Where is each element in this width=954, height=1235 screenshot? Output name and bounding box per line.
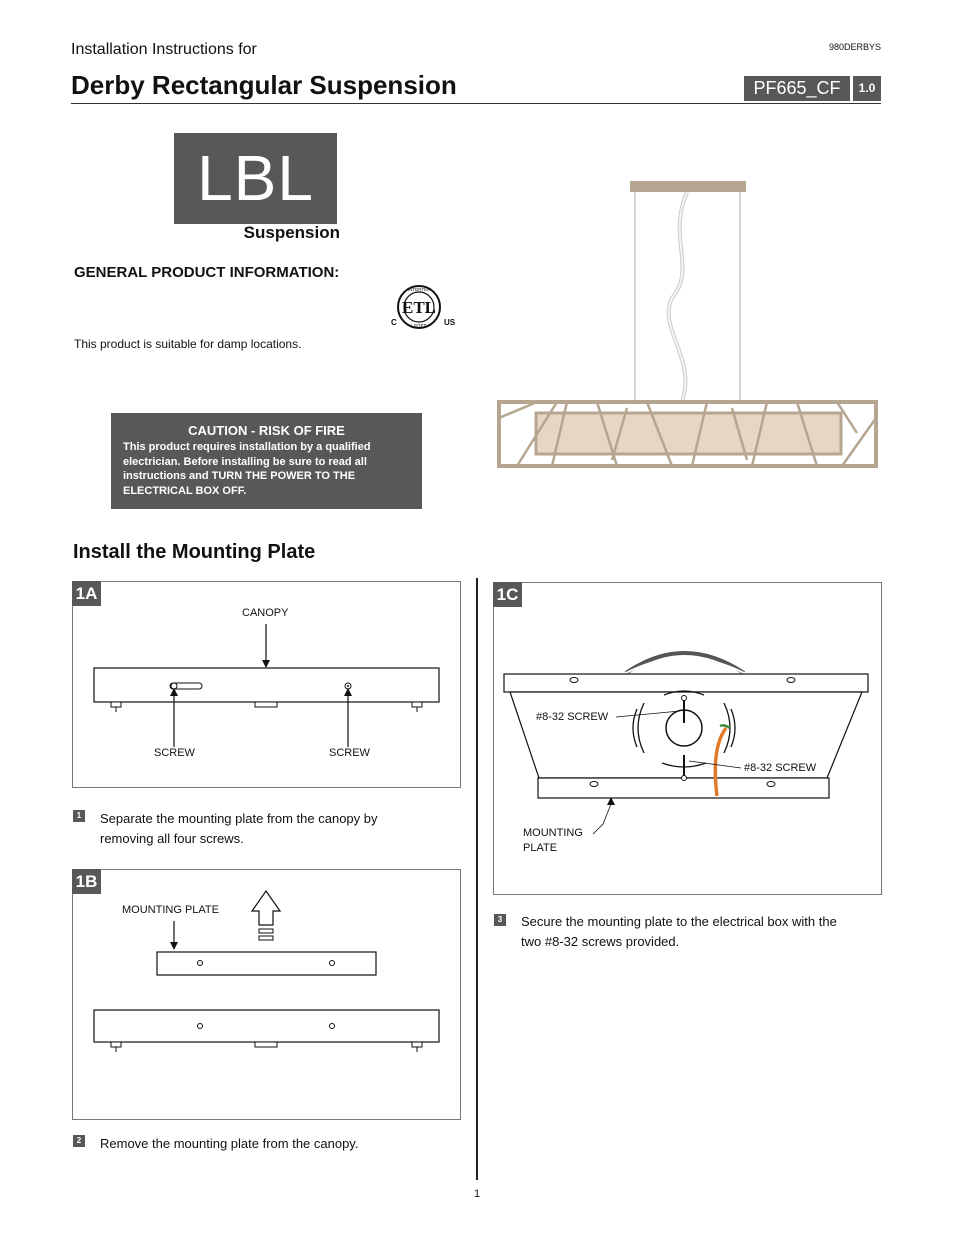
step-text-3: Secure the mounting plate to the electri… <box>521 912 837 952</box>
caution-body: This product requires installation by a … <box>123 440 413 498</box>
caution-line: This product requires installation by a … <box>123 441 371 453</box>
page-number: 1 <box>474 1188 481 1200</box>
model-number-badge: PF665_CF <box>744 76 850 101</box>
step-3-line: Secure the mounting plate to the electri… <box>521 914 837 929</box>
step-number-3: 3 <box>494 914 506 926</box>
panel-tag-1b: 1B <box>72 869 101 894</box>
screw-label-left: SCREW <box>154 747 195 759</box>
panel-1c: 1C #8-32 SCREW #8-32 SCREW MOUNTING <box>493 582 882 895</box>
general-info-heading: GENERAL PRODUCT INFORMATION: <box>74 264 340 281</box>
screw-label-top: #8-32 SCREW <box>536 711 609 723</box>
plate-label-line2: PLATE <box>523 842 558 854</box>
section-title: Install the Mounting Plate <box>73 541 316 563</box>
panel-tag-1a: 1A <box>72 581 101 606</box>
doc-subtitle: Installation Instructions for <box>71 41 257 58</box>
screw-label-right: SCREW <box>329 747 370 759</box>
caution-line: instructions and TURN THE POWER TO THE <box>123 470 356 482</box>
canopy-label: CANOPY <box>242 607 289 619</box>
product-illustration <box>497 178 879 470</box>
etl-listed-icon: ETL INTERTEK LISTED C US <box>389 282 461 336</box>
mounting-plate-label: MOUNTING PLATE <box>122 904 219 916</box>
step-3-line: two #8-32 screws provided. <box>521 934 680 949</box>
plate-label-line1: MOUNTING <box>523 827 583 839</box>
caution-title: CAUTION - RISK OF FIRE <box>188 423 345 438</box>
panel-1a: 1A CANOPY SCREW SCREW <box>72 581 461 788</box>
damp-location-note: This product is suitable for damp locati… <box>74 337 302 351</box>
document-code: 980DERBYS <box>828 42 881 52</box>
caution-line: ELECTRICAL BOX OFF. <box>123 484 247 497</box>
panel-tag-1c: 1C <box>493 582 522 607</box>
column-divider <box>476 578 478 1180</box>
step-1-line: Separate the mounting plate from the can… <box>100 811 378 826</box>
step-number-1: 1 <box>73 810 85 822</box>
step-1-line: removing all four screws. <box>100 831 244 846</box>
cert-c-text: C <box>391 318 397 327</box>
step-number-2: 2 <box>73 1135 85 1147</box>
canopy-diagram <box>93 624 440 747</box>
caution-box: CAUTION - RISK OF FIRE This product requ… <box>111 413 422 509</box>
cert-us-text: US <box>444 318 456 327</box>
step-text-2: Remove the mounting plate from the canop… <box>100 1134 358 1154</box>
cert-top-text: INTERTEK <box>408 287 430 292</box>
cert-bottom-text: LISTED <box>411 323 428 328</box>
lbl-logo: LBL <box>174 133 337 224</box>
page-title: Derby Rectangular Suspension <box>71 70 457 100</box>
version-badge: 1.0 <box>853 76 881 101</box>
electrical-box-diagram <box>503 651 869 835</box>
screw-label-right: #8-32 SCREW <box>744 762 817 774</box>
step-2-line: Remove the mounting plate from the canop… <box>100 1136 359 1151</box>
logo-subtitle: Suspension <box>243 223 340 242</box>
mounting-plate-diagram <box>93 889 440 1052</box>
svg-text:ETL: ETL <box>402 298 436 317</box>
panel-1b: 1B MOUNTING PLATE <box>72 869 461 1120</box>
caution-line: electrician. Before installing be sure t… <box>123 455 367 468</box>
step-text-1: Separate the mounting plate from the can… <box>100 809 378 849</box>
header-rule <box>71 103 881 104</box>
